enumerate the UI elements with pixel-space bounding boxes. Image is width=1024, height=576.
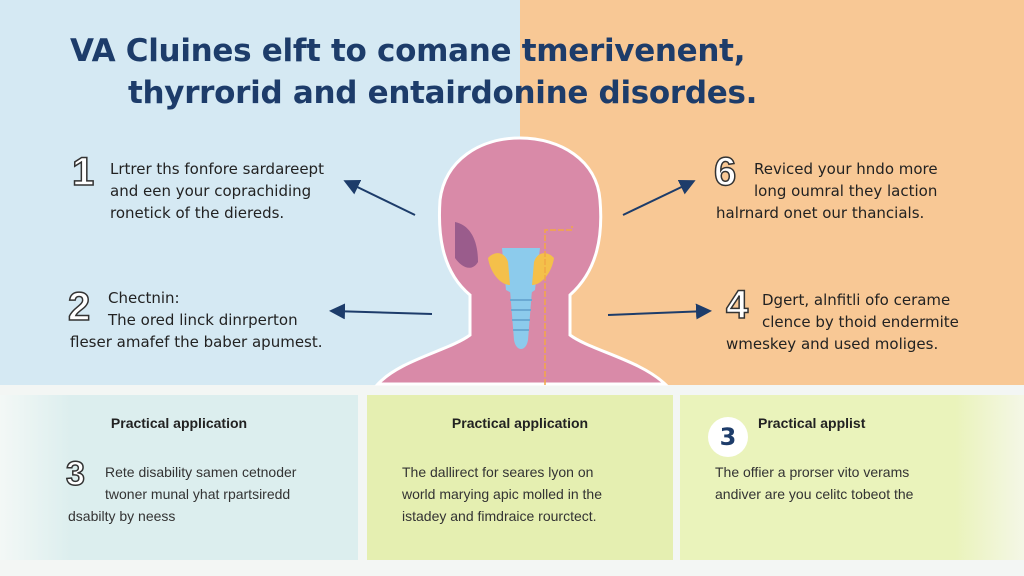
note-line: clence by thoid endermite [762, 313, 959, 331]
note-line: and een your coprachiding [110, 182, 312, 200]
card-line: The dallirect for seares lyon on [402, 464, 594, 480]
thyroid-left-lobe [488, 253, 510, 285]
larynx [502, 248, 540, 295]
note-line: Dgert, alnfitli ofo cerame [762, 291, 951, 309]
page-title: VA Cluines elft to comane tmerivenent, t… [70, 30, 757, 114]
arrow-6 [622, 179, 696, 216]
head-figure [374, 136, 669, 386]
card-line: world marying apic molled in the [402, 486, 602, 502]
nerve-line [544, 226, 573, 385]
card-heading: Practical application [451, 415, 589, 431]
left-background [0, 0, 520, 385]
step-number-4: 4 [725, 282, 749, 328]
note-line: Reviced your hndo more [754, 160, 938, 178]
note-line: Lrtrer ths fonfore sardareept [110, 160, 324, 178]
note-4: Dgert, alnfitli ofo cerame clence by thoi… [726, 289, 959, 355]
card-3: 3 Practical applist The offier a prorser… [680, 395, 1024, 560]
card-line: twoner munal yhat rpartsiredd [105, 486, 291, 502]
note-line: halrnard onet our thancials. [716, 204, 925, 222]
note-line: long oumral they laction [754, 182, 938, 200]
note-line: wmeskey and used moliges. [726, 335, 939, 353]
card-number-badge: 3 [708, 417, 748, 457]
card-line: The offier a prorser vito verams [715, 464, 910, 480]
step-number-1: 1 [71, 149, 95, 195]
note-1: Lrtrer ths fonfore sardareept and een you… [110, 158, 324, 224]
title-line-2: thyrrorid and entairdonine disordes. [128, 75, 758, 111]
card-2: Practical application The dallirect for … [367, 395, 673, 560]
note-line: ronetick of the diereds. [110, 204, 285, 222]
arrow-1 [343, 180, 416, 216]
arrow-4 [607, 303, 712, 320]
gland-shape [455, 222, 478, 268]
thyroid-right-lobe [532, 253, 554, 285]
card-1: Practical application 3 Rete disability … [0, 395, 358, 560]
note-6: Reviced your hndo more long oumral they l… [716, 158, 938, 224]
card-number: 3 [65, 454, 85, 494]
right-background [520, 0, 1024, 385]
card-line: andiver are you celitc tobeot the [715, 486, 914, 502]
title-line-1: VA Cluines elft to comane tmerivenent, [70, 33, 746, 69]
card-line: Rete disability samen cetnoder [105, 464, 297, 480]
arrow-2 [329, 303, 433, 320]
card-heading: Practical applist [758, 415, 866, 431]
note-2: Chectnin: The ored linck dinrperton fleser… [70, 287, 323, 353]
note-line: The ored linck dinrperton [108, 311, 298, 329]
step-number-2: 2 [67, 284, 91, 330]
card-heading: Practical application [110, 415, 248, 431]
note-line: Chectnin: [108, 289, 180, 307]
note-line: fleser amafef the baber apumest. [70, 333, 323, 351]
card-line: dsabilty by neess [68, 508, 176, 524]
card-line: istadey and fimdraice rourctect. [402, 508, 597, 524]
step-number-6: 6 [713, 149, 737, 195]
